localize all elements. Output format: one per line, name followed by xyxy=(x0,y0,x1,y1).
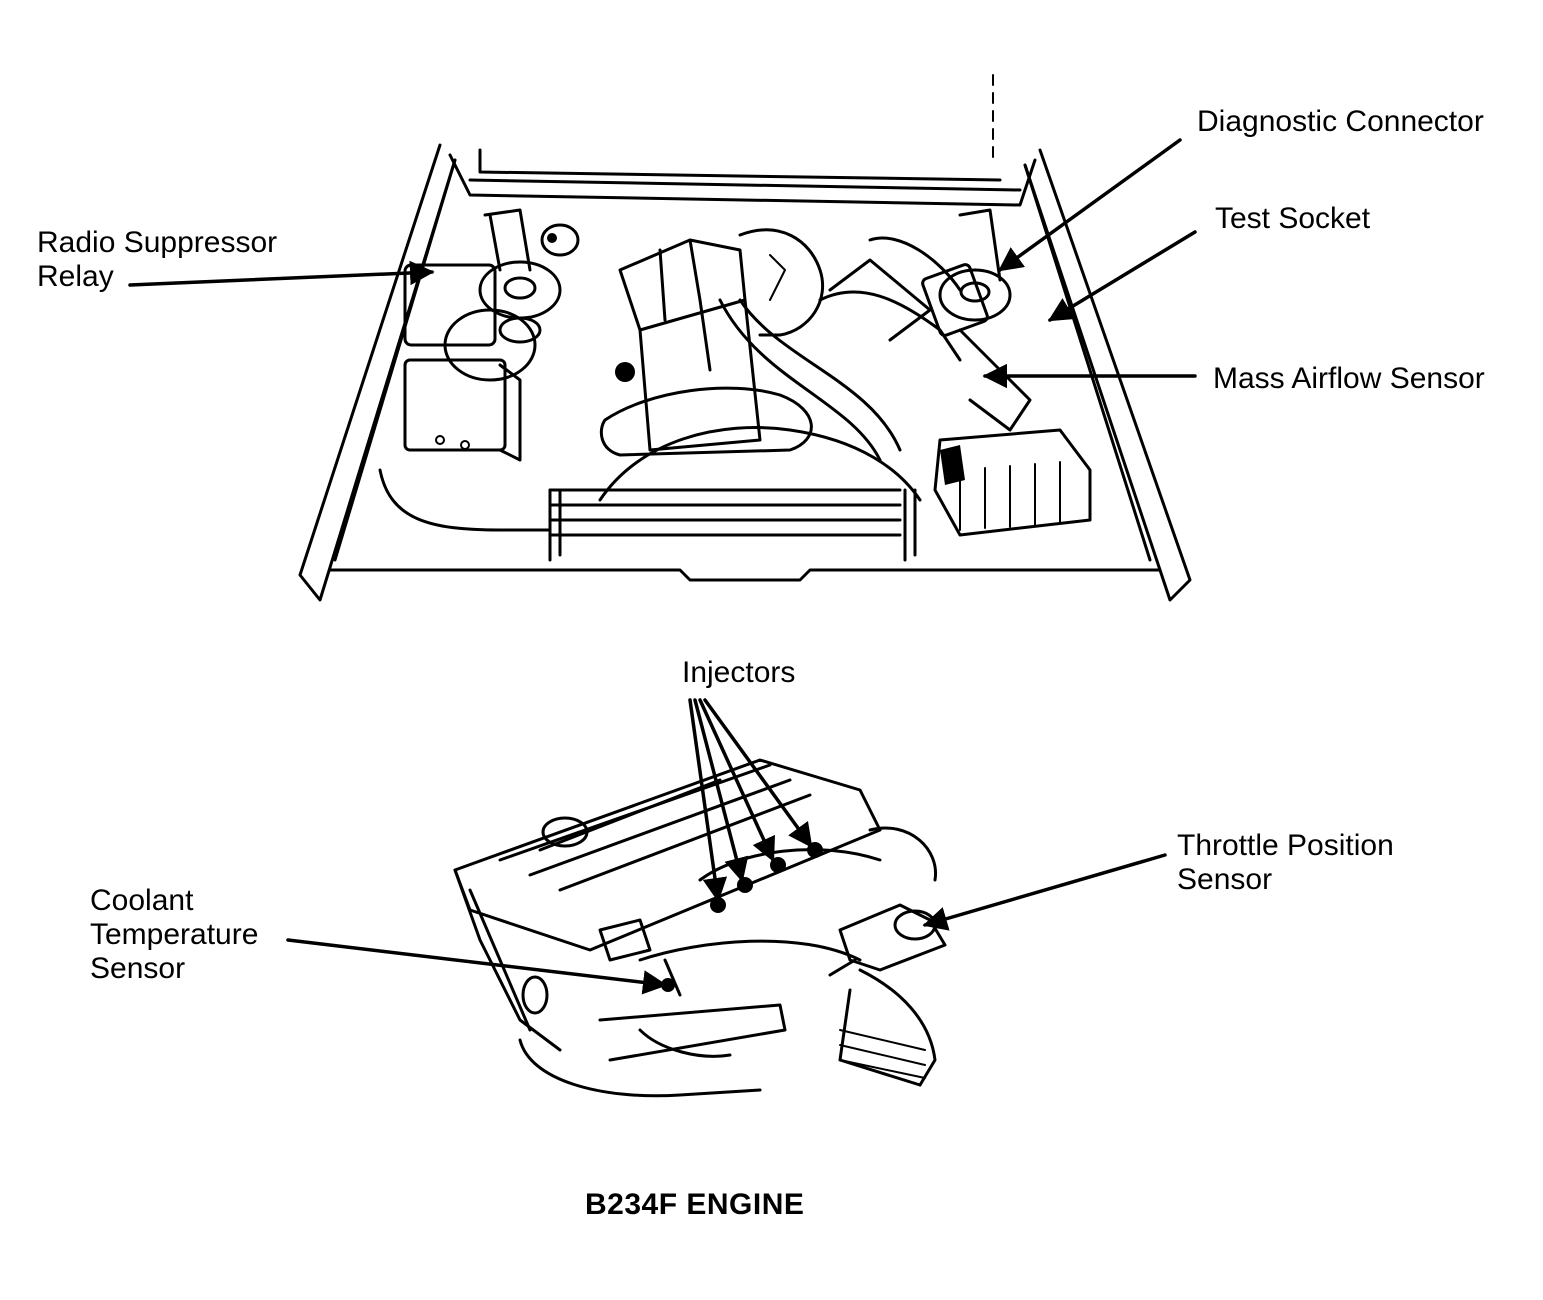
leader-lines xyxy=(128,138,1197,995)
engine-bay-illustration xyxy=(298,74,1192,602)
injectors-label: Injectors xyxy=(682,656,796,689)
throttle-position-sensor-label-line2: Sensor xyxy=(1177,863,1273,896)
diagnostic-connector-label: Diagnostic Connector xyxy=(1197,105,1484,138)
leader-injector-2 xyxy=(693,698,749,883)
leader-injector-3 xyxy=(698,698,775,863)
leader-radio-suppressor-relay xyxy=(128,260,435,287)
mass-airflow-sensor-label: Mass Airflow Sensor xyxy=(1213,362,1485,395)
test-socket-label: Test Socket xyxy=(1215,202,1371,235)
coolant-temperature-sensor-label-line3: Sensor xyxy=(90,952,186,985)
leader-coolant-temperature-sensor xyxy=(286,938,668,995)
leader-test-socket xyxy=(1047,230,1197,322)
radio-suppressor-relay-label-line1: Radio Suppressor xyxy=(37,226,278,259)
coolant-temperature-sensor-label-line2: Temperature xyxy=(90,918,259,951)
throttle-position-sensor-label-line1: Throttle Position xyxy=(1177,829,1394,862)
engine-perspective-illustration xyxy=(453,758,947,1098)
figure-caption: B234F ENGINE xyxy=(585,1188,805,1221)
leader-throttle-position-sensor xyxy=(922,853,1167,931)
coolant-temperature-sensor-label-line1: Coolant xyxy=(90,884,194,917)
leader-injector-4 xyxy=(703,698,813,848)
leader-diagnostic-connector xyxy=(998,138,1182,272)
radio-suppressor-relay-label-line2: Relay xyxy=(37,260,114,293)
leader-injector-1 xyxy=(688,698,728,903)
